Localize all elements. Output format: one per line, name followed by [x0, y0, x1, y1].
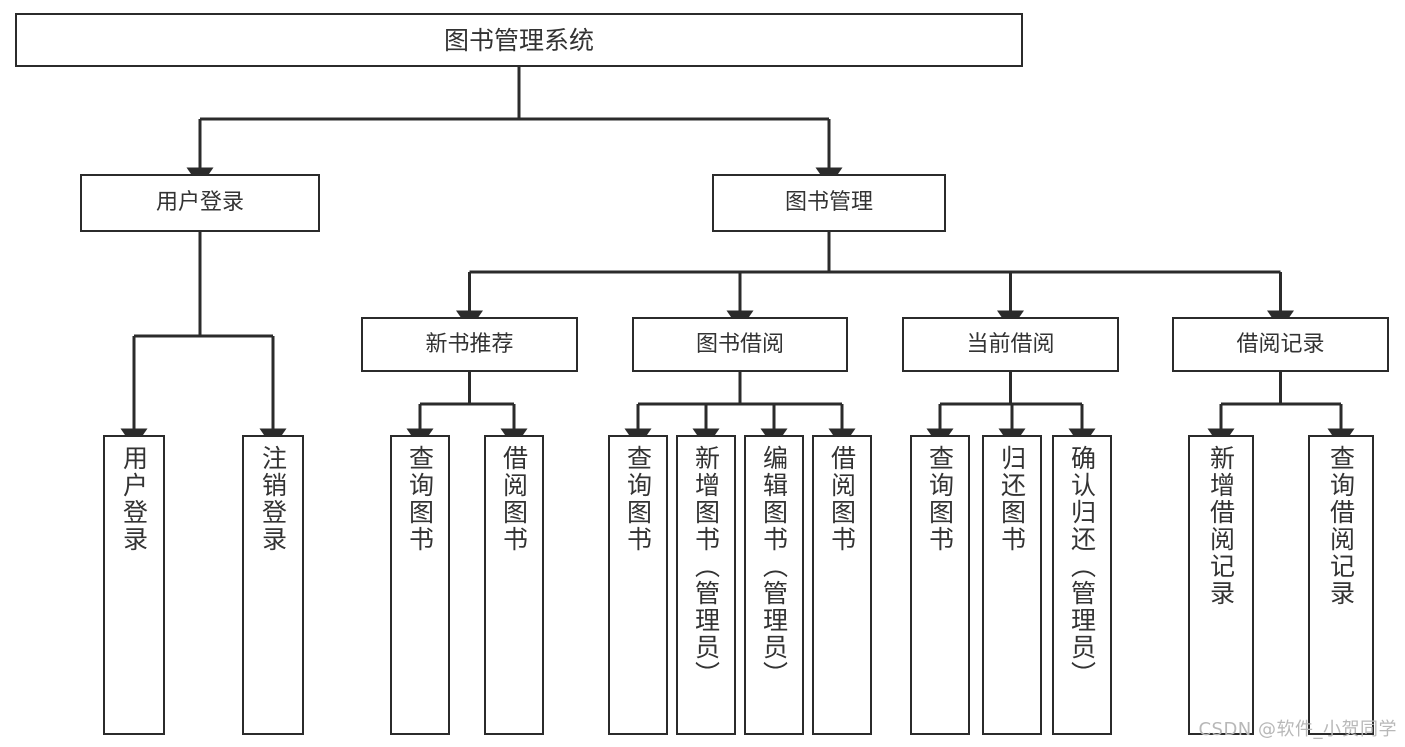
node-label: 新增借阅记录 — [1206, 445, 1236, 607]
node-label: 查询图书 — [623, 445, 653, 553]
node-leaf-0[interactable]: 用户登录 — [103, 435, 165, 735]
node-leaf-3[interactable]: 借阅图书 — [484, 435, 544, 735]
node-leaf-4[interactable]: 查询图书 — [608, 435, 668, 735]
node-leaf-12[interactable]: 查询借阅记录 — [1308, 435, 1374, 735]
node-leaf-2[interactable]: 查询图书 — [390, 435, 450, 735]
node-label: 查询借阅记录 — [1326, 445, 1356, 607]
node-root-system[interactable]: 图书管理系统 — [15, 13, 1023, 67]
node-label: 图书管理 — [784, 190, 873, 216]
node-leaf-11[interactable]: 新增借阅记录 — [1188, 435, 1254, 735]
node-label: 归还图书 — [997, 445, 1027, 553]
node-label: 当前借阅 — [966, 331, 1055, 357]
node-leaf-1[interactable]: 注销登录 — [242, 435, 304, 735]
node-branch level1-1[interactable]: 图书管理 — [712, 174, 946, 232]
node-label: 图书管理系统 — [443, 25, 594, 55]
node-label: 借阅图书 — [827, 445, 857, 553]
node-label: 新书推荐 — [425, 331, 514, 357]
node-label: 借阅图书 — [499, 445, 529, 553]
node-branch level1-0[interactable]: 用户登录 — [80, 174, 320, 232]
node-label: 注销登录 — [258, 445, 288, 553]
node-branch level2-0[interactable]: 新书推荐 — [361, 317, 578, 372]
node-label: 确认归还（管理员） — [1067, 445, 1097, 688]
node-leaf-8[interactable]: 查询图书 — [910, 435, 970, 735]
node-label: 图书借阅 — [695, 331, 784, 357]
node-leaf-6[interactable]: 编辑图书（管理员） — [744, 435, 804, 735]
node-branch level2-2[interactable]: 当前借阅 — [902, 317, 1119, 372]
node-label: 编辑图书（管理员） — [759, 445, 789, 688]
node-leaf-7[interactable]: 借阅图书 — [812, 435, 872, 735]
node-label: 查询图书 — [405, 445, 435, 553]
csdn-watermark: CSDN @软件_小贺同学 — [1198, 719, 1397, 740]
node-label: 借阅记录 — [1236, 331, 1325, 357]
node-leaf-5[interactable]: 新增图书（管理员） — [676, 435, 736, 735]
node-label: 查询图书 — [925, 445, 955, 553]
node-label: 新增图书（管理员） — [691, 445, 721, 688]
node-leaf-10[interactable]: 确认归还（管理员） — [1052, 435, 1112, 735]
node-branch level2-1[interactable]: 图书借阅 — [632, 317, 848, 372]
node-label: 用户登录 — [155, 190, 244, 216]
node-leaf-9[interactable]: 归还图书 — [982, 435, 1042, 735]
node-label: 用户登录 — [119, 445, 149, 553]
node-branch level2-3[interactable]: 借阅记录 — [1172, 317, 1389, 372]
